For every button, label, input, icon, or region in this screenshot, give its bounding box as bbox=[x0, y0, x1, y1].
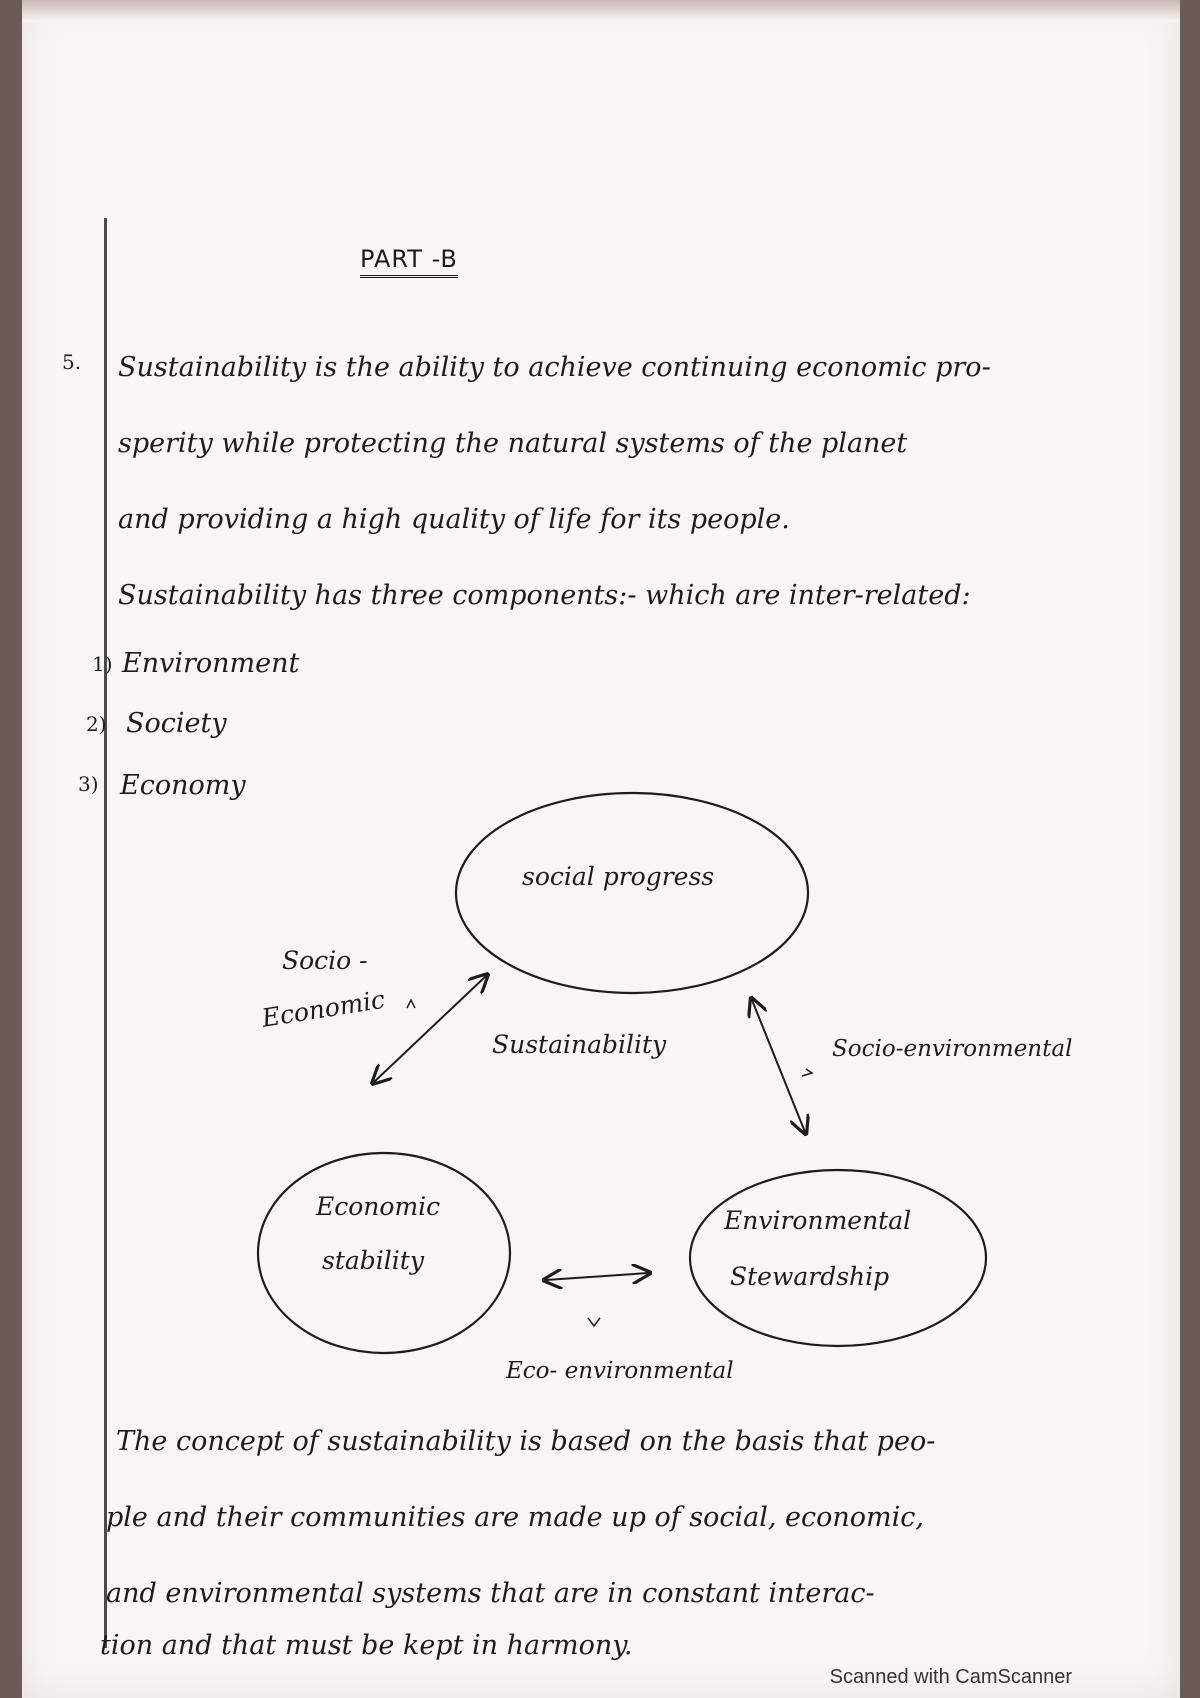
list-item-society: Society bbox=[126, 708, 227, 739]
list-item-economy: Economy bbox=[120, 770, 246, 801]
section-heading: PART -B bbox=[360, 245, 458, 278]
question-number: 5. bbox=[62, 350, 82, 374]
list-item-environment: Environment bbox=[122, 648, 300, 679]
economic-node-line-1: Economic bbox=[316, 1192, 441, 1221]
economic-stability-ellipse bbox=[256, 1151, 512, 1355]
eco-environmental-label: Eco- environmental bbox=[506, 1358, 734, 1384]
list-number-2: 2) bbox=[86, 712, 107, 736]
social-progress-label: social progress bbox=[522, 862, 715, 891]
socio-environmental-arrow bbox=[752, 1000, 805, 1132]
list-number-1: 1) bbox=[92, 652, 113, 676]
sustainability-center-label: Sustainability bbox=[492, 1030, 667, 1059]
scanner-watermark: Scanned with CamScanner bbox=[829, 1666, 1072, 1688]
environmental-node-line-2: Stewardship bbox=[730, 1262, 890, 1291]
paragraph1-line-4: Sustainability has three components:- wh… bbox=[118, 580, 971, 611]
socio-economic-arrow bbox=[374, 976, 486, 1082]
eco-environmental-arrow bbox=[546, 1273, 648, 1280]
paragraph2-line-1: The concept of sustainability is based o… bbox=[116, 1426, 936, 1457]
small-arrow-mark bbox=[406, 998, 416, 1009]
economic-node-line-2: stability bbox=[322, 1246, 424, 1275]
paragraph1-line-3: and providing a high quality of life for… bbox=[118, 504, 790, 535]
margin-line bbox=[104, 218, 107, 1648]
paragraph1-line-2: sperity while protecting the natural sys… bbox=[118, 428, 908, 459]
paragraph2-line-2: ple and their communities are made up of… bbox=[106, 1502, 924, 1533]
page-top-edge bbox=[22, 0, 1180, 22]
list-number-3: 3) bbox=[78, 772, 99, 796]
paragraph2-line-4: tion and that must be kept in harmony. bbox=[100, 1630, 633, 1661]
environmental-stewardship-ellipse bbox=[688, 1168, 988, 1348]
small-arrow-mark bbox=[587, 1317, 601, 1328]
paragraph1-line-1: Sustainability is the ability to achieve… bbox=[118, 352, 991, 383]
paragraph2-line-3: and environmental systems that are in co… bbox=[106, 1578, 875, 1609]
environmental-node-line-1: Environmental bbox=[724, 1206, 912, 1235]
socio-environmental-label: Socio-environmental bbox=[832, 1036, 1073, 1062]
scanned-page bbox=[22, 0, 1180, 1698]
small-arrow-mark bbox=[801, 1068, 814, 1077]
socio-economic-label-line-1: Socio - bbox=[282, 946, 368, 975]
social-progress-ellipse bbox=[454, 791, 810, 995]
